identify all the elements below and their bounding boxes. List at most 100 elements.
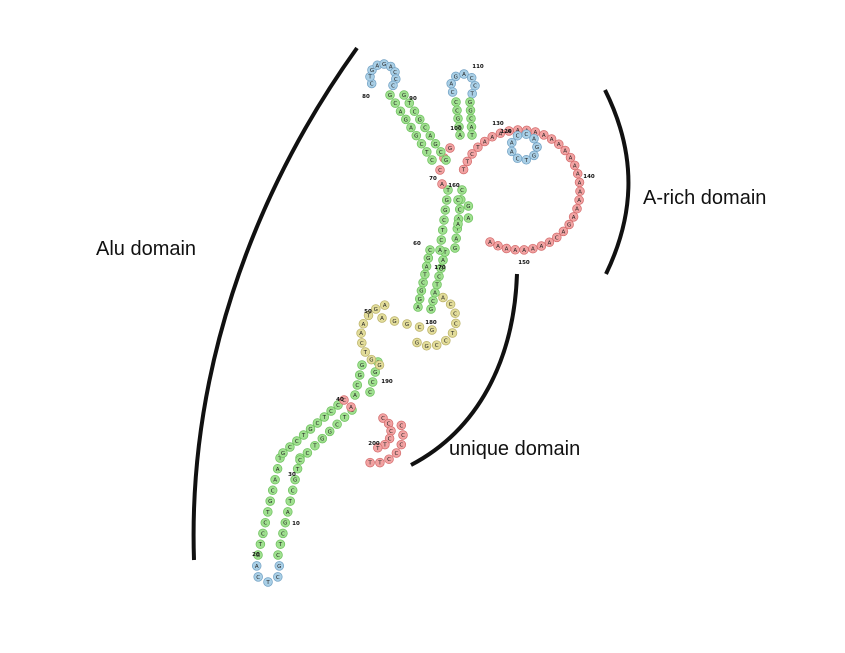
- svg-text:T: T: [407, 101, 412, 107]
- nucleotide: G: [453, 113, 463, 124]
- nucleotide: A: [451, 233, 461, 244]
- svg-text:C: C: [276, 553, 280, 559]
- svg-text:A: A: [353, 393, 357, 399]
- nucleotide: C: [365, 387, 375, 397]
- nucleotide: A: [346, 402, 356, 412]
- nucleotide: C: [451, 97, 461, 107]
- svg-text:G: G: [439, 266, 443, 272]
- nucleotide: G: [411, 130, 422, 141]
- svg-text:G: G: [308, 427, 312, 433]
- svg-text:C: C: [371, 380, 375, 386]
- svg-text:A: A: [416, 305, 420, 311]
- svg-text:G: G: [468, 100, 472, 106]
- nucleotide: T: [404, 98, 415, 108]
- svg-text:A: A: [562, 229, 566, 235]
- svg-text:C: C: [281, 531, 285, 537]
- nucleotide: C: [357, 338, 367, 348]
- nucleotide: A: [568, 212, 579, 222]
- nucleotide: G: [414, 294, 425, 304]
- svg-text:C: C: [381, 416, 385, 422]
- svg-text:G: G: [454, 74, 458, 80]
- svg-text:G: G: [328, 429, 332, 435]
- nucleotide: A: [539, 130, 549, 140]
- nucleotide: C: [466, 113, 476, 124]
- unique-domain-bracket: [410, 273, 519, 467]
- position-tick-label: 180: [425, 320, 437, 326]
- nucleotide: G: [274, 561, 285, 571]
- svg-text:A: A: [458, 133, 462, 139]
- alu-domain-label: Alu domain: [96, 238, 197, 260]
- svg-text:C: C: [460, 188, 464, 194]
- nucleotide: G: [280, 517, 291, 528]
- svg-text:C: C: [454, 100, 458, 106]
- nucleotide: T: [310, 440, 320, 451]
- nucleotide: T: [443, 185, 453, 195]
- nucleotide: A: [501, 243, 512, 254]
- nucleotide: C: [434, 271, 444, 282]
- nucleotide: C: [552, 232, 562, 243]
- nucleotide: C: [420, 122, 430, 133]
- nucleotide: C: [273, 550, 283, 560]
- nucleotide: T: [473, 142, 483, 152]
- nucleotide: C: [278, 528, 288, 539]
- nucleotide: A: [507, 137, 517, 148]
- nucleotide: T: [263, 577, 273, 587]
- position-tick-label: 40: [336, 397, 344, 403]
- nucleotide: A: [379, 300, 390, 310]
- svg-text:A: A: [425, 264, 429, 270]
- svg-text:T: T: [445, 188, 450, 194]
- svg-text:A: A: [470, 125, 474, 131]
- svg-text:G: G: [358, 373, 362, 379]
- nucleotide: T: [292, 464, 303, 474]
- svg-text:C: C: [394, 77, 398, 83]
- nucleotide: A: [569, 160, 580, 171]
- nucleotide: C: [367, 377, 378, 387]
- svg-text:C: C: [368, 390, 372, 396]
- nucleotide: A: [272, 464, 283, 474]
- svg-text:T: T: [450, 331, 455, 337]
- nucleotide: T: [298, 430, 309, 440]
- svg-text:G: G: [415, 341, 419, 347]
- svg-text:C: C: [442, 218, 446, 224]
- svg-text:C: C: [516, 134, 520, 140]
- svg-text:C: C: [261, 531, 265, 537]
- nucleotide: C: [454, 204, 465, 215]
- nucleotide: C: [470, 80, 480, 91]
- svg-text:A: A: [510, 149, 514, 155]
- svg-text:T: T: [277, 456, 282, 462]
- nucleotide: G: [265, 496, 275, 506]
- nucleotide: G: [529, 150, 539, 161]
- nucleotide: G: [324, 426, 335, 437]
- nucleotide: A: [395, 106, 406, 117]
- nucleotide: G: [278, 448, 288, 458]
- svg-text:C: C: [451, 90, 455, 96]
- svg-text:C: C: [555, 235, 559, 241]
- nucleotide: C: [339, 395, 349, 405]
- nucleotide: G: [401, 114, 411, 125]
- svg-text:C: C: [342, 398, 346, 404]
- svg-text:C: C: [418, 325, 422, 331]
- svg-text:A: A: [383, 303, 387, 309]
- nucleotide: T: [462, 156, 473, 167]
- nucleotide: T: [263, 507, 273, 517]
- svg-text:T: T: [278, 542, 283, 548]
- position-tick-label: 190: [381, 379, 393, 385]
- nucleotide: A: [529, 133, 539, 144]
- position-tick-label: 200: [368, 441, 380, 447]
- nucleotide: C: [390, 98, 401, 108]
- svg-text:T: T: [367, 75, 372, 81]
- nucleotide: A: [565, 152, 576, 163]
- svg-text:G: G: [532, 153, 536, 159]
- nucleotide: C: [390, 67, 400, 77]
- nucleotide: C: [312, 418, 323, 428]
- svg-text:C: C: [276, 575, 280, 581]
- svg-text:T: T: [342, 415, 347, 421]
- nucleotide: G: [371, 304, 381, 314]
- position-tick-label: 10: [292, 521, 300, 527]
- svg-text:C: C: [355, 383, 359, 389]
- svg-text:T: T: [475, 145, 480, 151]
- nucleotide: A: [528, 243, 538, 254]
- position-tick-label: 70: [429, 176, 437, 182]
- nucleotide: C: [414, 322, 425, 332]
- svg-text:A: A: [550, 137, 554, 143]
